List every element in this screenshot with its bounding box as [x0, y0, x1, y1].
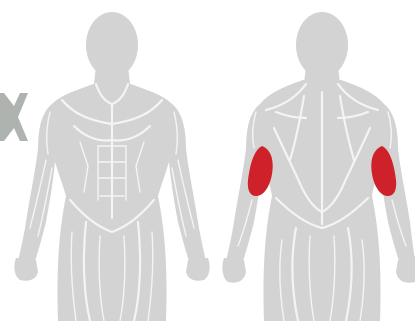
front-hand-right	[186, 258, 210, 281]
front-arm-right	[168, 104, 206, 264]
front-arm-left	[18, 104, 56, 264]
chevron-right-icon[interactable]	[0, 93, 28, 141]
front-hand-left	[14, 258, 38, 281]
back-body-figure	[222, 12, 415, 321]
back-hand-right	[396, 256, 415, 283]
back-hand-left	[222, 258, 246, 283]
front-body-figure	[14, 12, 209, 321]
